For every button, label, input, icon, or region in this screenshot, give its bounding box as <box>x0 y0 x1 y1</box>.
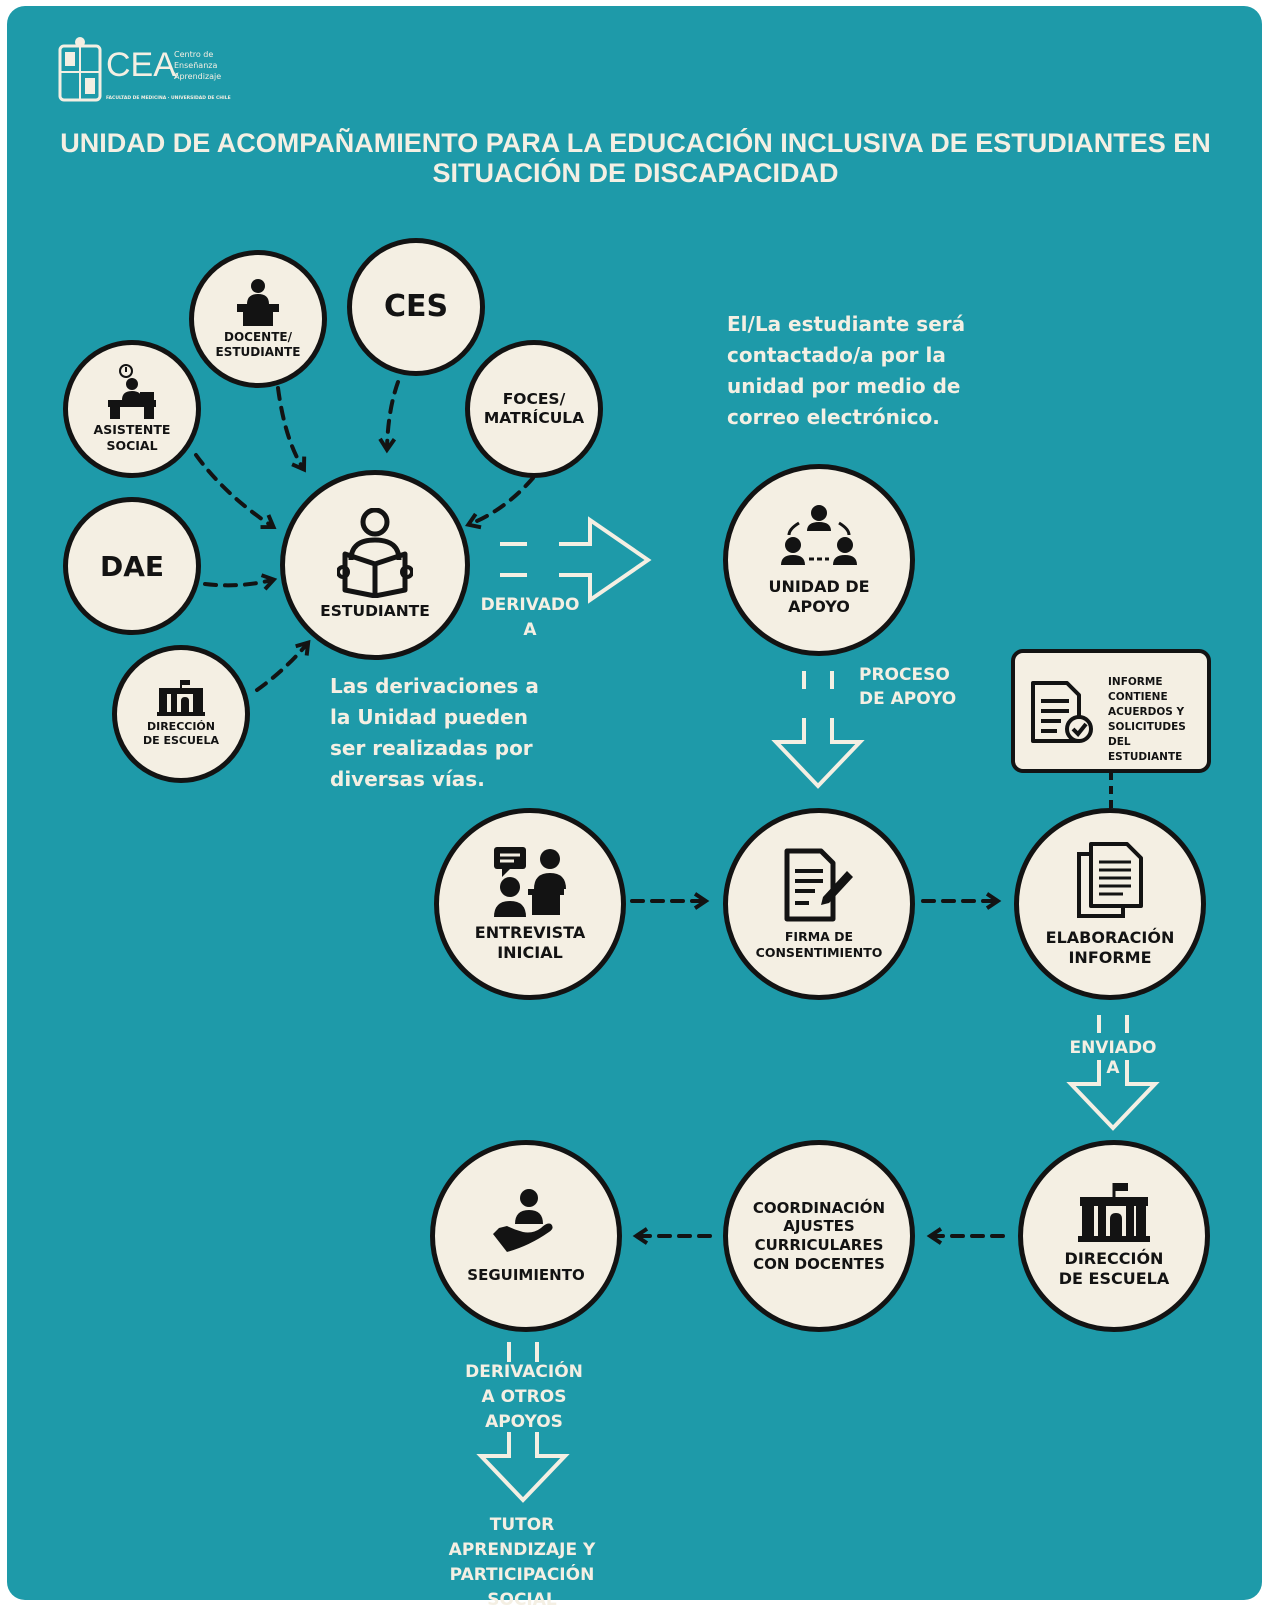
social-worker-icon <box>108 364 156 420</box>
node-firma-consentimiento: FIRMA DE CONSENTIMIENTO <box>723 808 915 1000</box>
node-ces-label: CES <box>383 289 449 325</box>
arrow-direccion-estudiante <box>255 639 311 692</box>
note-derivaciones: Las derivaciones a la Unidad pueden ser … <box>330 674 539 791</box>
arrow-docente-estudiante <box>276 386 307 473</box>
arrow-ces-estudiante <box>378 380 400 454</box>
down-arrow-proceso <box>771 671 865 789</box>
node-seguimiento-label: SEGUIMIENTO <box>467 1265 585 1284</box>
node-entrevista-label: ENTREVISTA INICIAL <box>474 923 586 962</box>
enviado-label: ENVIADO A <box>1069 1038 1157 1078</box>
node-estudiante-label: ESTUDIANTE <box>320 602 430 621</box>
logo: CEA Centro de Enseñanza y Aprendizaje FA… <box>58 36 231 108</box>
school-building-icon <box>1078 1183 1150 1242</box>
arrow-asistente-estudiante <box>194 453 277 530</box>
node-unidad-label: UNIDAD DE APOYO <box>768 577 870 616</box>
node-foces-matricula: FOCES/ MATRÍCULA <box>465 340 603 478</box>
node-dae-label: DAE <box>99 549 165 583</box>
document-check-icon <box>1031 681 1093 743</box>
node-docente-label: DOCENTE/ ESTUDIANTE <box>215 330 301 359</box>
node-asistente-label: ASISTENTE SOCIAL <box>93 422 171 453</box>
node-coordinacion-label: COORDINACIÓN AJUSTES CURRICULARES CON DO… <box>752 1198 886 1273</box>
logo-line3: Aprendizaje <box>174 72 222 81</box>
school-building-icon <box>157 680 205 717</box>
team-network-icon <box>781 505 857 565</box>
page-title: UNIDAD DE ACOMPAÑAMIENTO PARA LA EDUCACI… <box>0 128 1271 188</box>
node-dae: DAE <box>63 497 201 635</box>
node-elaboracion-informe: ELABORACIÓN INFORME <box>1014 808 1206 1000</box>
title-line2: SITUACIÓN DE DISCAPACIDAD <box>432 158 839 188</box>
logo-line2: Enseñanza y <box>174 61 218 79</box>
proceso-label: PROCESO DE APOYO <box>859 665 957 709</box>
documents-icon <box>1077 842 1143 918</box>
big-arrow-derivado <box>500 516 652 604</box>
node-seguimiento: SEGUIMIENTO <box>430 1140 622 1332</box>
down-arrow-enviado <box>1066 1015 1160 1131</box>
care-hand-icon <box>493 1188 553 1252</box>
informe-callout: INFORME CONTIENE ACUERDOS Y SOLICITUDES … <box>1011 649 1211 773</box>
node-direccion-source-label: DIRECCIÓN DE ESCUELA <box>143 720 219 747</box>
student-reading-icon <box>337 508 413 599</box>
node-unidad-de-apoyo: UNIDAD DE APOYO <box>723 464 915 656</box>
node-ces: CES <box>347 238 485 376</box>
arrow-dae-estudiante <box>203 573 278 591</box>
teacher-desk-icon <box>237 279 279 326</box>
shield-icon <box>58 37 102 102</box>
node-coordinacion: COORDINACIÓN AJUSTES CURRICULARES CON DO… <box>723 1140 915 1332</box>
node-direccion-escuela: DIRECCIÓN DE ESCUELA <box>1018 1140 1210 1332</box>
node-elaboracion-label: ELABORACIÓN INFORME <box>1045 928 1175 967</box>
node-asistente-social: ASISTENTE SOCIAL <box>63 340 201 478</box>
logo-line1: Centro de <box>174 50 214 59</box>
interview-icon <box>494 847 566 917</box>
derivacion-label: DERIVACIÓN A OTROS APOYOS <box>465 1362 583 1432</box>
note-contacto: El/La estudiante será contactado/a por l… <box>727 312 966 429</box>
tutor-label: TUTOR APRENDIZAJE Y PARTICIPACIÓN SOCIAL <box>448 1515 596 1610</box>
down-arrow-derivacion <box>476 1342 570 1503</box>
node-entrevista-inicial: ENTREVISTA INICIAL <box>434 808 626 1000</box>
node-docente-estudiante: DOCENTE/ ESTUDIANTE <box>189 250 327 388</box>
node-firma-label: FIRMA DE CONSENTIMIENTO <box>755 929 883 960</box>
node-direccion-label: DIRECCIÓN DE ESCUELA <box>1058 1249 1170 1288</box>
document-pen-icon <box>784 848 853 922</box>
node-estudiante: ESTUDIANTE <box>280 470 470 660</box>
logo-acronym: CEA <box>106 46 176 84</box>
title-line1: UNIDAD DE ACOMPAÑAMIENTO PARA LA EDUCACI… <box>60 128 1211 158</box>
derivado-label: DERIVADO A <box>480 595 580 640</box>
node-direccion-escuela-source: DIRECCIÓN DE ESCUELA <box>112 645 250 783</box>
logo-tagline: FACULTAD DE MEDICINA · UNIVERSIDAD DE CH… <box>106 96 231 101</box>
informe-callout-text: INFORME CONTIENE ACUERDOS Y SOLICITUDES … <box>1108 676 1186 763</box>
node-foces-label: FOCES/ MATRÍCULA <box>483 389 585 427</box>
arrow-foces-estudiante <box>465 476 535 530</box>
